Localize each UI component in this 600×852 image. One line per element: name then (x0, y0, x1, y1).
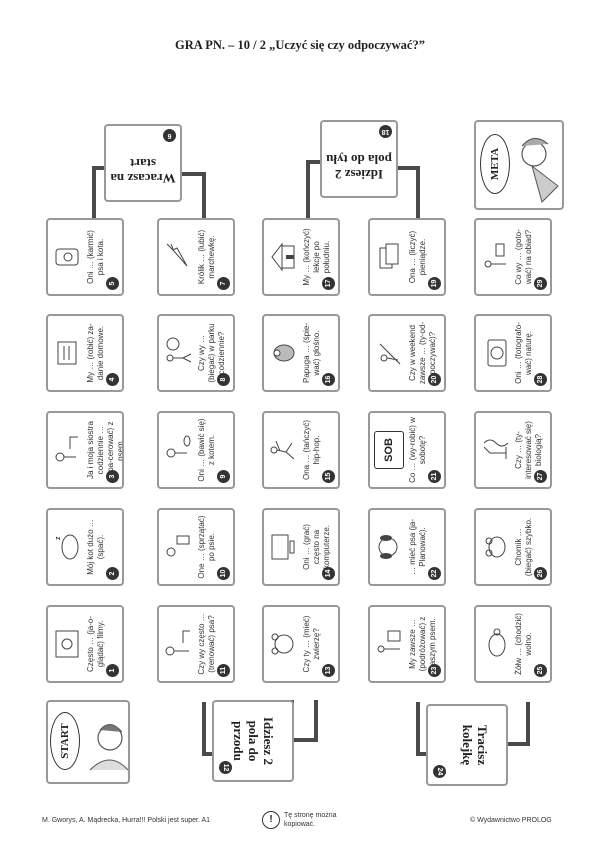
meta-tile: META (474, 120, 564, 210)
tile-8: Czy wy … (biegać) w parku codziennie?8 (157, 314, 235, 392)
tile-14: Oni … (grać) często na komputerze.14 (262, 508, 340, 586)
school-icon (271, 242, 295, 272)
arrow-12b (202, 752, 216, 756)
tile-20: Czy w weekend zawsze … (ty-od-poczywać)?… (368, 314, 446, 392)
tile-23: My zawsze … (podróżować) z naszym psem.2… (368, 605, 446, 683)
arrow-18b (306, 160, 320, 164)
page-title: GRA PN. – 10 / 2 „Uczyć się czy odpoczyw… (175, 38, 425, 52)
arrow-12d (290, 738, 318, 742)
film-icon (55, 630, 79, 658)
footer-copy-note: Tę stronę można kopiować. (284, 812, 337, 828)
computer-icon (271, 534, 295, 560)
tile-9: Oni … (bawić się) z kotem.9 (157, 411, 235, 489)
tile-1: Często … (ja-o-glądać) filmy.1 (46, 605, 124, 683)
pet-food-icon (55, 248, 79, 266)
tile-22: … mieć psa (ja- Planować).22 (368, 508, 446, 586)
svg-text:z: z (55, 536, 62, 540)
parrot-icon (273, 344, 295, 362)
arrow-6 (92, 168, 96, 218)
tile-25: Żółw … (chodzić) wolno.25 (474, 605, 552, 683)
arrow-6b (92, 166, 104, 170)
tile-29: Co wy … (goto-wać) na obiad?29 (474, 218, 552, 296)
start-tile: START (46, 700, 130, 784)
tile-17: My … (kończyć) lekcje po południu.17 (262, 218, 340, 296)
tile-5: Oni … (karmić) psa i kota.5 (46, 218, 124, 296)
tile-21: SOB Co … (wy-robić) w sobotę?21 (368, 411, 446, 489)
training-dog-icon (165, 630, 190, 656)
meta-label: META (480, 134, 510, 194)
running-park-icon (166, 337, 192, 363)
arrow-6d (202, 172, 206, 218)
arrow-12 (202, 702, 206, 756)
tile-10: One … (sprzątać) po psie.10 (157, 508, 235, 586)
tile-27: Czy … (ty-interesować się) biologią?27 (474, 411, 552, 489)
start-label: START (50, 712, 80, 770)
arrow-18 (306, 162, 310, 218)
tile-16: Papuga … (śpie-wać) głośno.16 (262, 314, 340, 392)
dancer-icon (270, 440, 295, 460)
girl-illustration (521, 138, 559, 203)
footer-credits: M. Gworys, A. Mądrecka, Hurra!!! Polski … (42, 817, 211, 824)
footer-publisher: © Wydawnictwo PROLOG (470, 817, 552, 824)
microscope-dna-icon (483, 439, 509, 459)
tile-15: Ona … (tańczyć) hip-hop.15 (262, 411, 340, 489)
arrow-18d (416, 166, 420, 218)
sleeping-cat-icon: z (55, 534, 79, 560)
copy-icon: ! (262, 811, 280, 829)
arrow-18c (396, 166, 420, 170)
arrow-24d (526, 702, 530, 746)
arrow-24 (416, 702, 420, 756)
relaxing-icon (379, 343, 401, 365)
arrow-24c (504, 742, 530, 746)
tile-3: Ja i moja siostra codziennie … (spa-cero… (46, 411, 124, 489)
arrow-12e (314, 700, 318, 742)
tile-4: My … (robić) za-danie domowe.4 (46, 314, 124, 392)
tile-26: Chomik … (biegać) szybko.26 (474, 508, 552, 586)
hamster-icon (485, 536, 506, 558)
camera-icon (487, 339, 507, 367)
cooking-icon (484, 243, 506, 268)
tile-13: Czy ty … (mieć) zwierzę?13 (262, 605, 340, 683)
tile-7: Królik … (lubić) marchewkę.7 (157, 218, 235, 296)
money-icon (379, 243, 399, 269)
cleaning-icon (166, 535, 190, 557)
homework-icon (57, 341, 77, 365)
child-illustration (89, 724, 128, 771)
arrow-24b (416, 752, 430, 756)
dog-icon (378, 535, 398, 559)
tile-11: Czy wy często … (trenować) psa?11 (157, 605, 235, 683)
calendar-sob-icon: SOB (374, 431, 404, 469)
arrow-6c (180, 172, 206, 176)
walking-dog-icon (55, 436, 78, 462)
playing-cat-icon (166, 435, 191, 458)
carrot-icon (166, 243, 188, 267)
tile-28: Oni … (fotografo-wać) naturę.28 (474, 314, 552, 392)
teddy-bear-icon (271, 633, 294, 655)
turtle-icon (488, 628, 506, 657)
tile-19: Ona … (liczyć) pieniądze.19 (368, 218, 446, 296)
travel-icon (377, 630, 401, 653)
